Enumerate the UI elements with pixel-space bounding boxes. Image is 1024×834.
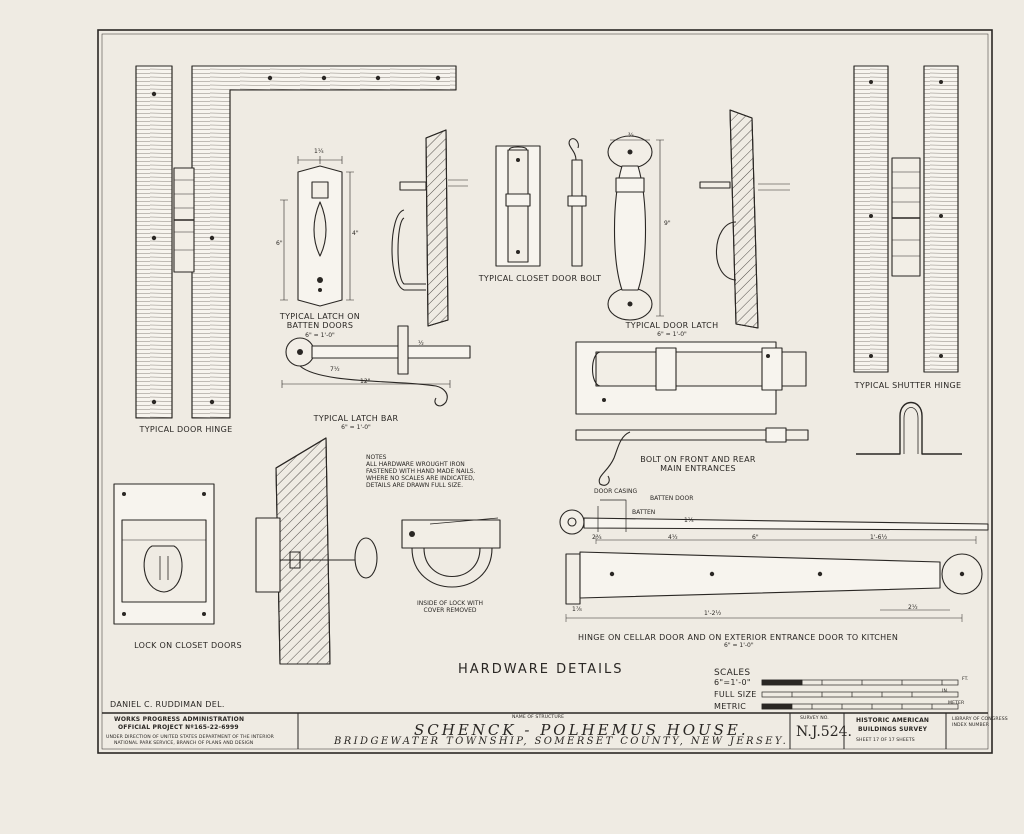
label-latch-bar: TYPICAL LATCH BAR bbox=[313, 414, 399, 423]
drafter-credit: DANIEL C. RUDDIMAN DEL. bbox=[110, 700, 225, 709]
batten-latch-drawing bbox=[280, 156, 354, 307]
agency-line-1: WORKS PROGRESS ADMINISTRATION bbox=[114, 716, 245, 723]
scale-row-2: FULL SIZE bbox=[714, 690, 757, 699]
agency-line-2: OFFICIAL PROJECT Nº165-22-6999 bbox=[118, 724, 239, 731]
scale-unit-m: METER bbox=[948, 701, 965, 706]
dim-label: 2¾ bbox=[592, 534, 602, 541]
lock-inside-drawing bbox=[401, 517, 501, 588]
survey-number: N.J.524. bbox=[796, 724, 852, 740]
agency-line-4: NATIONAL PARK SERVICE, BRANCH OF PLANS A… bbox=[114, 741, 254, 746]
structure-label: NAME OF STRUCTURE bbox=[512, 715, 565, 720]
closet-lock-drawing bbox=[113, 483, 215, 625]
label-lock-inside: INSIDE OF LOCK WITH COVER REMOVED bbox=[417, 600, 483, 614]
label-cellar-hinge: HINGE ON CELLAR DOOR AND ON EXTERIOR ENT… bbox=[578, 633, 899, 642]
dim-label: 1¼ bbox=[684, 517, 694, 524]
sheet-title: HARDWARE DETAILS bbox=[458, 662, 624, 677]
label-batten-door: BATTEN DOOR bbox=[650, 495, 694, 502]
label-shutter-hinge: TYPICAL SHUTTER HINGE bbox=[854, 381, 962, 390]
notes-block: NOTES ALL HARDWARE WROUGHT IRON FASTENED… bbox=[366, 454, 476, 489]
dim-label: 9" bbox=[664, 220, 671, 227]
dim-label: 1⅞ bbox=[572, 606, 582, 613]
survey-label: SURVEY NO. bbox=[800, 716, 829, 721]
lock-section-drawing bbox=[255, 437, 378, 665]
door-latch-drawing bbox=[607, 135, 664, 321]
dim-label: 6" bbox=[276, 240, 283, 247]
batten-latch-section bbox=[391, 129, 468, 327]
scale-unit-ft: FT. bbox=[962, 677, 969, 682]
scale-bars bbox=[761, 679, 959, 710]
scale-row-3: METRIC bbox=[714, 702, 747, 711]
scales-title: SCALES bbox=[714, 668, 751, 678]
library-index-label: LIBRARY OF CONGRESS INDEX NUMBER bbox=[952, 717, 1008, 728]
habs-line-2: BUILDINGS SURVEY bbox=[858, 726, 928, 733]
dim-label: 1¼ bbox=[314, 148, 324, 155]
inner-border bbox=[101, 33, 989, 750]
dim-label: ¾ bbox=[628, 132, 634, 139]
label-door-hinge: TYPICAL DOOR HINGE bbox=[139, 425, 233, 434]
dim-label: 6" bbox=[752, 534, 759, 541]
label-latch-bar-scale: 6" = 1'-0" bbox=[341, 424, 371, 431]
label-door-casing: DOOR CASING bbox=[594, 488, 638, 495]
label-front-bolt: BOLT ON FRONT AND REAR MAIN ENTRANCES bbox=[640, 455, 756, 473]
dim-label: 4" bbox=[352, 230, 359, 237]
label-closet-bolt: TYPICAL CLOSET DOOR BOLT bbox=[478, 274, 602, 283]
latch-bar-drawing bbox=[281, 325, 471, 407]
structure-location: BRIDGEWATER TOWNSHIP, SOMERSET COUNTY, N… bbox=[334, 736, 789, 747]
label-door-latch-scale: 6" = 1'-0" bbox=[657, 331, 687, 338]
dim-label: 4½ bbox=[668, 534, 678, 541]
habs-line-1: HISTORIC AMERICAN bbox=[856, 717, 930, 724]
dim-label: 2½ bbox=[908, 604, 918, 611]
label-cellar-hinge-scale: 6" = 1'-0" bbox=[724, 642, 754, 649]
dim-label: 1'-6½ bbox=[870, 534, 888, 541]
label-batten-latch: TYPICAL LATCH ON BATTEN DOORS bbox=[279, 312, 361, 330]
scale-unit-in: IN. bbox=[942, 689, 949, 694]
door-hinge-drawing bbox=[135, 65, 457, 419]
agency-line-3: UNDER DIRECTION OF UNITED STATES DEPARTM… bbox=[106, 735, 274, 740]
scale-row-1: 6"=1'-0" bbox=[714, 678, 751, 687]
dim-label: 7½ bbox=[330, 366, 340, 373]
outer-border bbox=[97, 29, 993, 754]
sheet-info: SHEET 17 OF 17 SHEETS bbox=[856, 738, 915, 743]
front-bolt-drawing bbox=[575, 341, 809, 486]
label-door-latch: TYPICAL DOOR LATCH bbox=[625, 321, 719, 330]
dim-label: 12" bbox=[360, 378, 371, 385]
cellar-hinge-drawing bbox=[559, 499, 989, 622]
title-block-grid bbox=[102, 712, 988, 749]
closet-bolt-drawing bbox=[495, 138, 587, 267]
door-latch-section bbox=[699, 109, 790, 329]
label-closet-lock: LOCK ON CLOSET DOORS bbox=[134, 641, 242, 650]
label-batten-latch-scale: 6" = 1'-0" bbox=[305, 332, 335, 339]
structure-name: SCHENCK - POLHEMUS HOUSE. bbox=[414, 721, 749, 739]
label-batten: BATTEN bbox=[632, 509, 656, 516]
dim-label: ½ bbox=[418, 340, 424, 347]
shutter-hinge-drawing bbox=[853, 65, 962, 455]
dim-label: 1'-2½ bbox=[704, 610, 722, 617]
